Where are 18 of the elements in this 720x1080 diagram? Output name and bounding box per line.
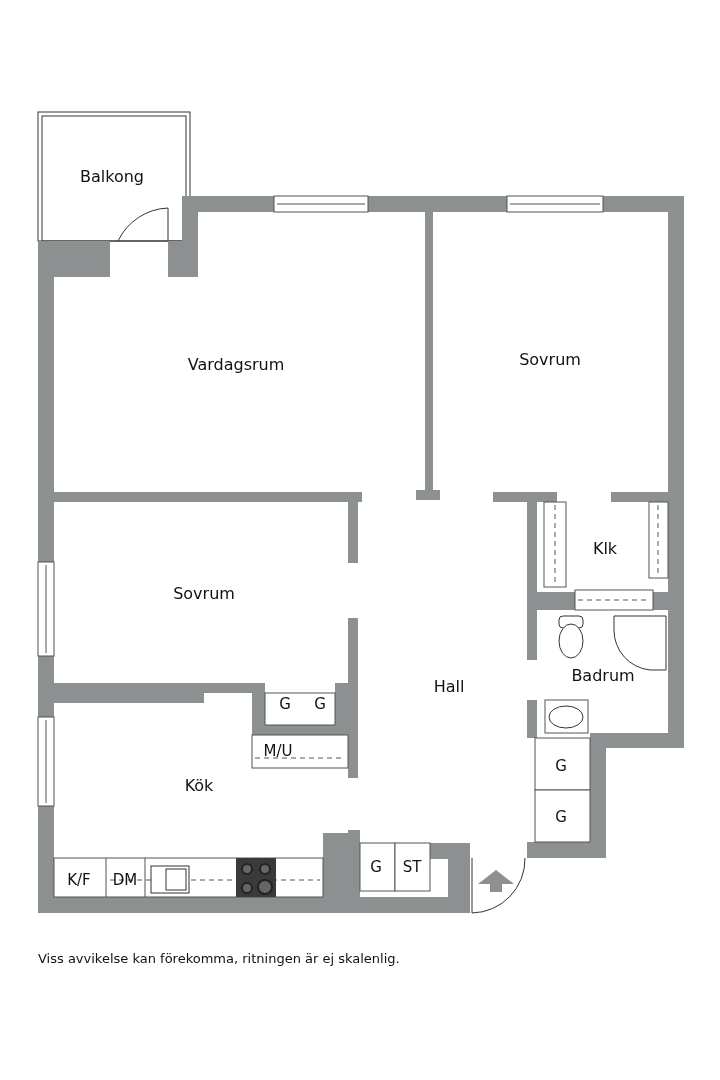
fixture-label: G [555, 809, 567, 825]
fixture-label: G [314, 696, 326, 712]
fixture-label: K/F [67, 872, 91, 888]
fixture-label: ST [402, 859, 422, 875]
room-label: Vardagsrum [187, 357, 285, 373]
fixture-label: G [370, 859, 382, 875]
room-label: Badrum [571, 668, 635, 684]
room-label: Klk [592, 541, 618, 557]
fixture-label: G [279, 696, 291, 712]
fixture-label: DM [112, 872, 138, 888]
fixture-label: G [555, 758, 567, 774]
room-label: Sovrum [173, 586, 235, 602]
room-label: Kök [184, 778, 214, 794]
fixture-label: M/U [263, 743, 293, 759]
room-label: Balkong [80, 169, 144, 185]
room-label: Hall [433, 679, 465, 695]
room-label: Sovrum [519, 352, 581, 368]
caption: Viss avvikelse kan förekomma, ritningen är ej skalenlig. [38, 951, 400, 966]
